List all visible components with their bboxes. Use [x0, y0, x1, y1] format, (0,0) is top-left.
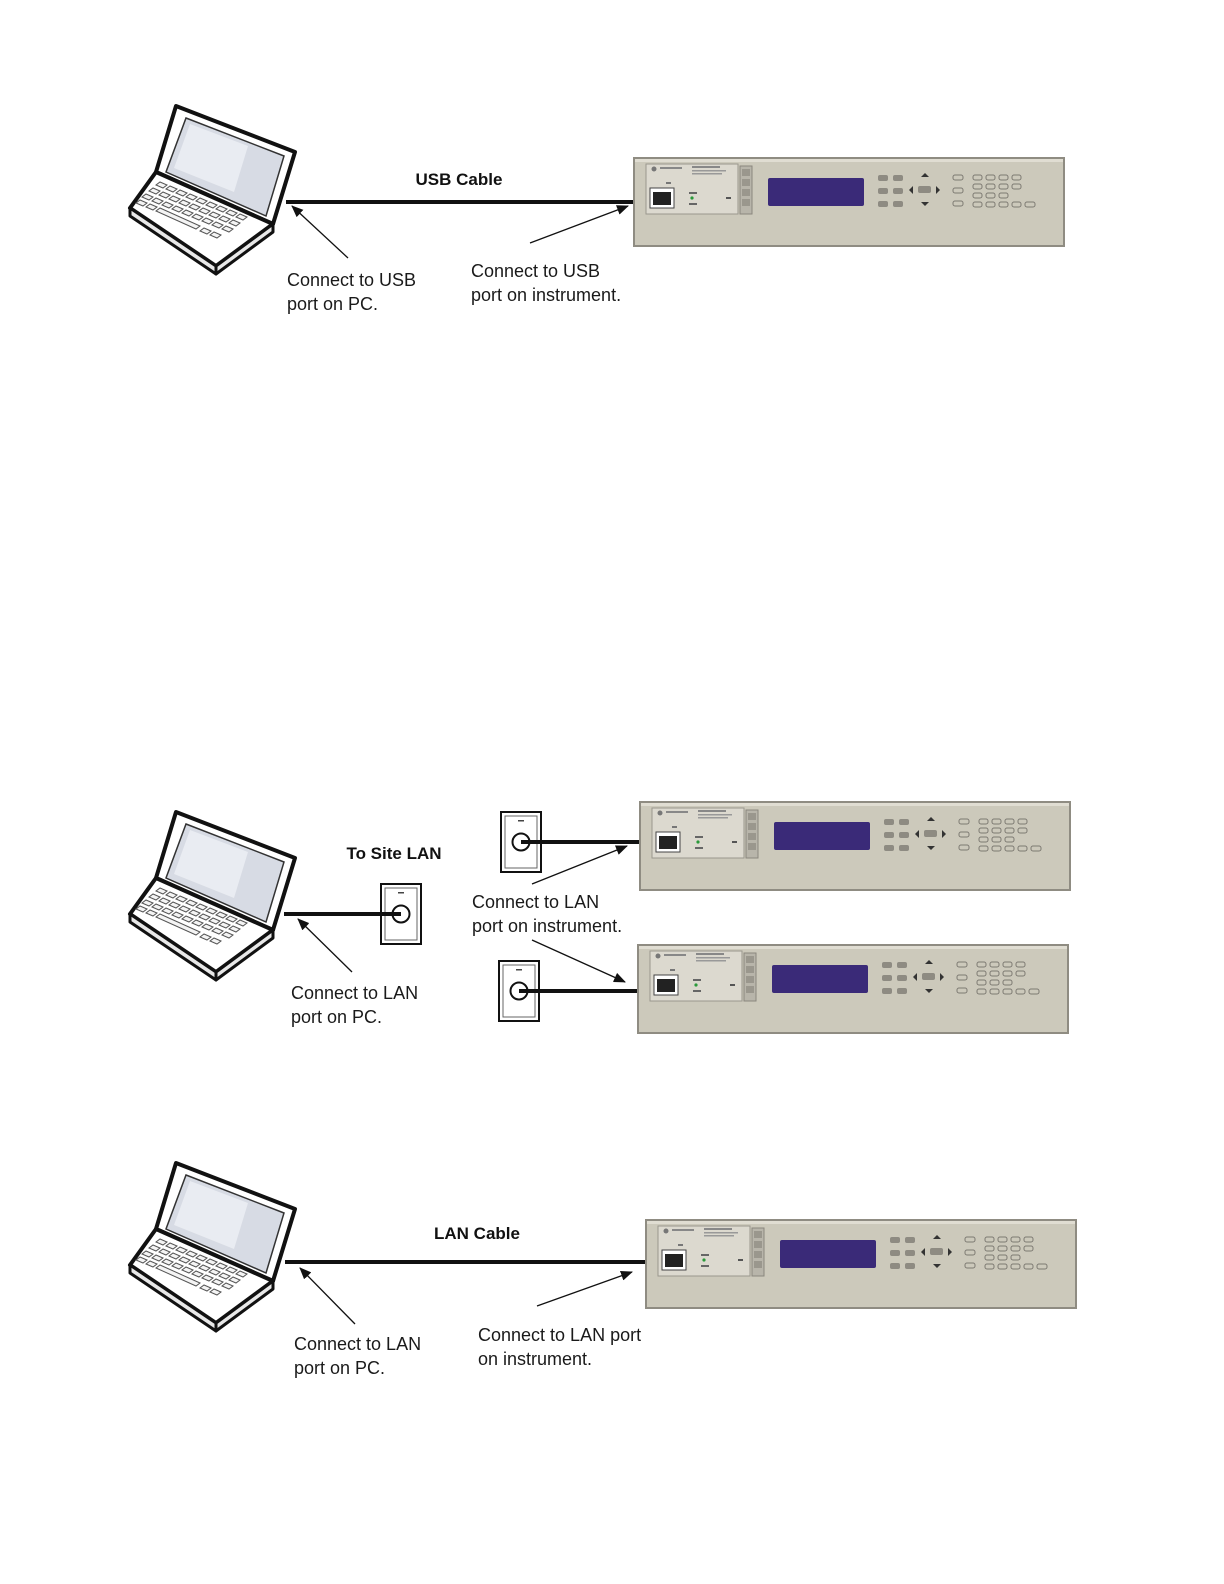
usb-pc-note-line1: Connect to USB	[287, 270, 416, 290]
direct-lan-pc-note-line1: Connect to LAN	[294, 1334, 421, 1354]
instrument-pointer-arrow	[537, 1272, 632, 1306]
instrument-pointer-arrow	[530, 206, 628, 243]
direct-lan-instrument-note-line2: on instrument.	[478, 1349, 592, 1369]
pc-pointer-arrow	[292, 206, 348, 258]
direct-lan-instrument-note-line1: Connect to LAN port	[478, 1325, 641, 1345]
site-lan-pc-note-line1: Connect to LAN	[291, 983, 418, 1003]
laptop-icon	[130, 106, 295, 274]
usb-instrument-note-line2: port on instrument.	[471, 285, 621, 305]
instrument-icon	[640, 802, 1070, 890]
laptop-icon	[130, 812, 295, 980]
laptop-icon	[130, 1163, 295, 1331]
site-lan-instrument-note-line2: port on instrument.	[472, 916, 622, 936]
lan-cable-label: LAN Cable	[434, 1224, 520, 1243]
site-lan-label: To Site LAN	[346, 844, 441, 863]
direct-lan-pc-note-line2: port on PC.	[294, 1358, 385, 1378]
pc-pointer-arrow	[298, 919, 352, 972]
instrument-icon	[638, 945, 1068, 1033]
site-lan-pc-note-line2: port on PC.	[291, 1007, 382, 1027]
site-lan-section: To Site LAN Connect to LAN port on PC. C…	[130, 802, 1070, 1033]
pc-pointer-arrow	[300, 1268, 355, 1324]
usb-section: USB Cable Connect to USB port on PC. Con…	[130, 106, 1064, 314]
instrument-pointer-arrow	[532, 846, 627, 884]
usb-cable-label: USB Cable	[416, 170, 503, 189]
instrument-icon	[634, 158, 1064, 246]
direct-lan-section: LAN Cable Connect to LAN port on PC. Con…	[130, 1163, 1076, 1378]
instrument-icon	[646, 1220, 1076, 1308]
site-lan-instrument-note-line1: Connect to LAN	[472, 892, 599, 912]
instrument-pointer-arrow	[532, 940, 625, 982]
usb-pc-note-line2: port on PC.	[287, 294, 378, 314]
usb-instrument-note-line1: Connect to USB	[471, 261, 600, 281]
